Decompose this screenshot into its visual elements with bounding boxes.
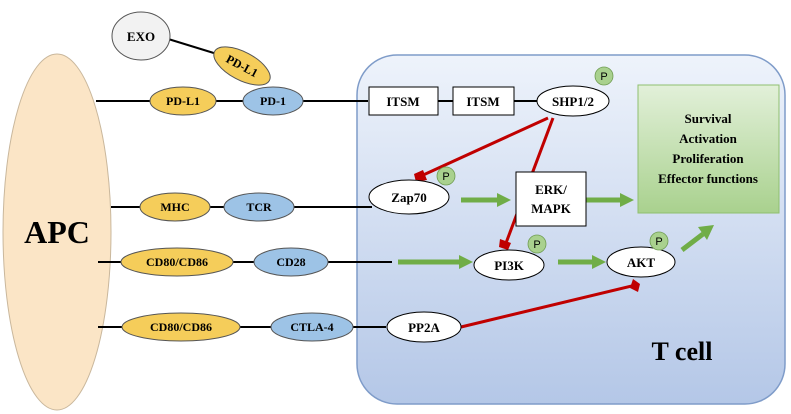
activation-arrow-pi3k-akt (558, 255, 606, 269)
erk-mapk-box (515, 171, 587, 227)
pp2a-node-label: PP2A (408, 320, 440, 335)
activation-arrow-akt-outcome (680, 225, 714, 252)
outcome-activation: Activation (679, 131, 738, 146)
pd-l1-ligand-label: PD-L1 (166, 94, 200, 108)
inhibition-pp2a-akt (460, 279, 640, 329)
ctla-4-receptor-label: CTLA-4 (290, 320, 333, 334)
exo-pd-l1 (213, 46, 271, 86)
zap70-node-label: Zap70 (391, 190, 426, 205)
t-cell-label: T cell (652, 337, 713, 366)
cd80-cd86-ligand-1 (120, 247, 234, 277)
phospho-label-akt: P (655, 236, 662, 248)
outcome-proliferation: Proliferation (672, 151, 744, 166)
shp-node-label: SHP1/2 (552, 94, 594, 109)
exo-vesicle (111, 11, 171, 61)
phospho-label-shp: P (600, 71, 607, 83)
zap70-node (368, 179, 450, 215)
itsm-box-2 (452, 86, 515, 116)
cd28-receptor (253, 247, 329, 277)
ctla-4-receptor (270, 312, 354, 342)
pd-1-receptor (242, 86, 304, 116)
inhibition-shp-zap70 (414, 116, 549, 182)
exo-label: EXO (127, 29, 155, 44)
apc-cell (2, 53, 112, 411)
akt-node (606, 246, 676, 278)
shp-node (536, 85, 610, 117)
outcome-effector-functions: Effector functions (658, 171, 758, 186)
outcome-box (637, 84, 780, 214)
apc-label: APC (24, 214, 90, 250)
outcome-survival: Survival (685, 111, 732, 126)
pd-1-receptor-label: PD-1 (260, 94, 286, 108)
pi3k-node (473, 249, 545, 281)
cd80-cd86-ligand-1-label: CD80/CD86 (146, 255, 208, 269)
phospho-label-zap70: P (442, 171, 449, 183)
tcr-receptor (223, 192, 295, 222)
activation-arrow-erk-outcome (586, 193, 634, 207)
cd80-cd86-ligand-2-label: CD80/CD86 (150, 320, 212, 334)
itsm-box-2-label: ITSM (466, 94, 499, 109)
itsm-box-1 (368, 86, 439, 116)
phospho-badge-akt (649, 231, 669, 251)
pi3k-node-label: PI3K (494, 258, 525, 273)
pp2a-node (386, 311, 462, 343)
activation-arrow-zap70-erk (461, 193, 511, 207)
cd28-receptor-label: CD28 (276, 255, 305, 269)
itsm-box-1-label: ITSM (386, 94, 419, 109)
cd80-cd86-ligand-2 (121, 312, 241, 342)
phospho-badge-pi3k (527, 234, 547, 254)
activation-arrow-cd28-pi3k (398, 255, 473, 269)
tcr-receptor-label: TCR (246, 200, 272, 214)
mhc-ligand-label: MHC (160, 200, 189, 214)
erk-label: ERK/ (535, 182, 567, 197)
phospho-badge-shp (594, 66, 614, 86)
mhc-ligand (139, 192, 211, 222)
phospho-label-pi3k: P (533, 239, 540, 251)
pd-l1-ligand (149, 86, 217, 116)
akt-node-label: AKT (627, 255, 656, 270)
phospho-badge-zap70 (436, 166, 456, 186)
mapk-label: MAPK (531, 201, 572, 216)
